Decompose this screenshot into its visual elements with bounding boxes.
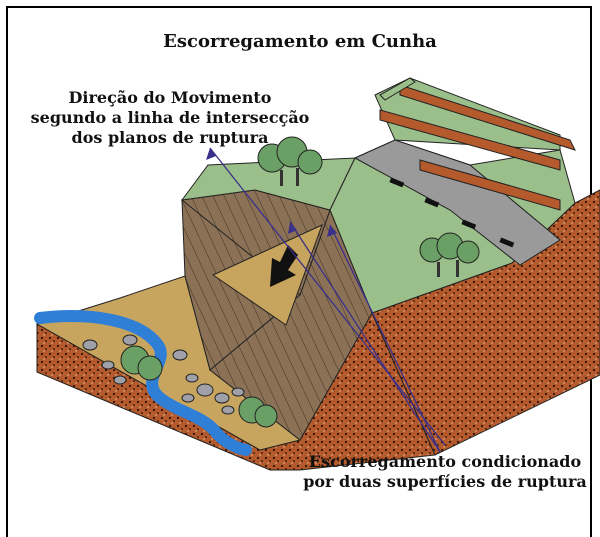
movement-direction-line-2: segundo a linha de intersecção [30, 108, 310, 127]
diagram-title: Escorregamento em Cunha [163, 31, 437, 52]
annotation-arrowheads [206, 148, 337, 237]
road-markings [389, 177, 515, 248]
movement-direction-line-1: Direção do Movimento [68, 88, 272, 107]
conditioned-slide-line-1: Escorregamento condicionado [308, 452, 582, 471]
terrace-2 [379, 109, 561, 171]
terrace-5 [379, 77, 416, 101]
movement-arrow-icon [270, 245, 298, 287]
river [34, 310, 252, 456]
tree-group-right [419, 232, 480, 277]
movement-direction-line-3: dos planos de ruptura [71, 128, 269, 147]
terrace-3 [399, 84, 576, 151]
tree-group-top [257, 136, 323, 186]
movement-direction-label: Direção do Movimento segundo a linha de … [30, 88, 310, 148]
conditioned-slide-line-2: por duas superfícies de ruptura [303, 472, 587, 491]
sliding-wedge [211, 224, 323, 326]
boulders [82, 334, 245, 415]
bush-bottom [238, 396, 278, 428]
conditioned-slide-label: Escorregamento condicionado por duas sup… [300, 452, 590, 492]
bush-left [120, 345, 163, 381]
annotation-lines [209, 147, 446, 453]
terrace-4 [419, 159, 561, 211]
